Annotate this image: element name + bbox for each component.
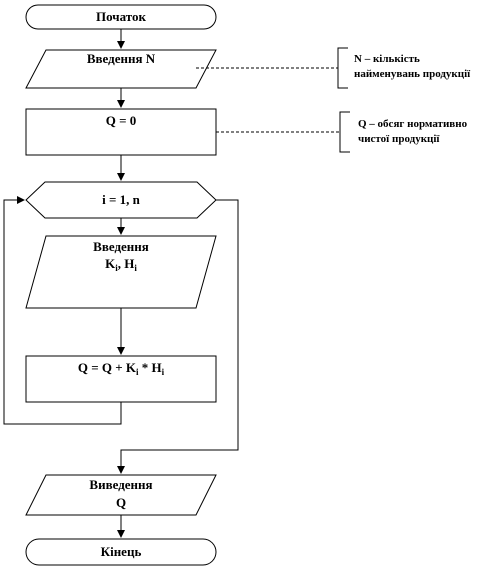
output-q-shape (25, 474, 217, 516)
note-q-bracket (339, 111, 350, 153)
compute-k-index: i (136, 367, 139, 377)
loop-hexagon (25, 181, 217, 219)
output-q-title: Виведення (89, 477, 152, 492)
loop-exit-line (117, 199, 239, 474)
k-index: i (115, 263, 118, 273)
loop-label: i = 1, n (102, 192, 141, 207)
k-var: K (105, 256, 116, 271)
note-q-line1: Q – обсяг нормативно (358, 118, 468, 130)
output-q-var: Q (116, 495, 126, 510)
note-n-bracket (337, 47, 348, 89)
input-kh-title: Введення (93, 239, 149, 254)
note-q-line2: чистої продукції (358, 133, 440, 145)
note-n-line1: N – кількість (354, 53, 420, 65)
compute-h-index: i (162, 367, 165, 377)
input-n-shape (25, 49, 217, 89)
h-var: H (124, 256, 134, 271)
end-label: Кінець (101, 544, 142, 559)
input-kh-vars: Ki, Hi (105, 256, 137, 273)
h-index: i (134, 263, 137, 273)
note-n-line2: найменувань продукції (354, 68, 471, 80)
init-q-label: Q = 0 (106, 113, 137, 128)
compute-prefix: Q = Q + K (78, 360, 137, 375)
start-label: Початок (96, 9, 146, 24)
compute-label: Q = Q + Ki * Hi (78, 360, 165, 377)
compute-mid: * H (139, 360, 162, 375)
input-kh-shape (25, 235, 217, 309)
input-n-label: Введення N (87, 51, 156, 66)
kh-separator: , (118, 256, 125, 271)
end-terminator (25, 538, 217, 566)
loop-back-line (3, 196, 122, 425)
